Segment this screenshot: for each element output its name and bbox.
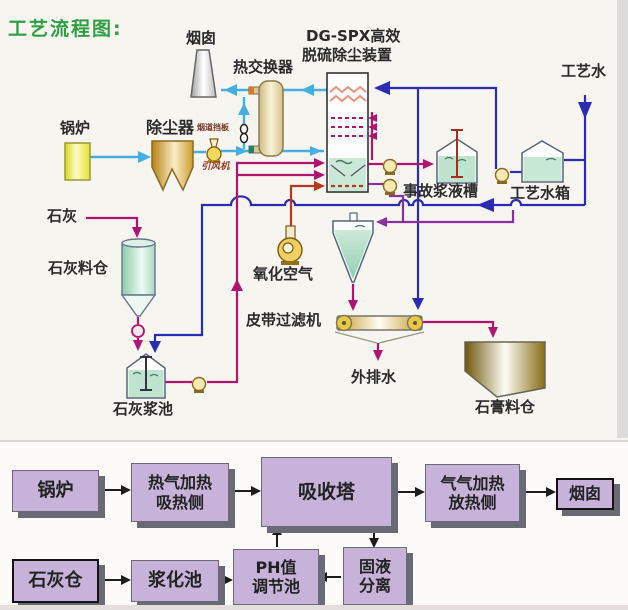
gg-line1: 气气加热 xyxy=(440,473,505,493)
piping-diagram: 工艺流程图: 烟囱 热交换器 DG-SPX高效 脱硫除尘装置 工艺水 锅炉 除尘… xyxy=(8,0,628,438)
belt-filter-icon xyxy=(334,314,425,344)
process-water-label: 工艺水 xyxy=(561,62,607,80)
flow-chimney-label: 烟囱 xyxy=(568,484,601,504)
flow-box-boiler: 锅炉 xyxy=(12,470,99,512)
flow-box-lime-silo: 石灰仓 xyxy=(12,559,99,603)
heat-exchanger-label: 热交换器 xyxy=(233,58,294,76)
hydrocyclone-icon xyxy=(332,212,374,283)
dust-collector-label: 除尘器 xyxy=(146,118,195,137)
flow-box-ph-adjust: PH值 调节池 xyxy=(233,549,319,605)
flow-box-slurry-pool: 浆化池 xyxy=(131,560,219,602)
oxidation-air-arrow xyxy=(314,181,325,191)
flue-gas-arrows xyxy=(138,84,322,163)
chimney-icon xyxy=(190,49,217,98)
boiler-icon xyxy=(64,142,91,181)
flow-slurry-pool-label: 浆化池 xyxy=(148,570,202,592)
flow-lime-silo-label: 石灰仓 xyxy=(28,570,83,592)
bottom-edge-strip xyxy=(0,605,628,610)
oxidation-blower-icon xyxy=(277,225,303,265)
tower-pump-bottom-icon xyxy=(382,178,398,195)
oxidation-air-line xyxy=(289,184,320,230)
block-flowchart: 锅炉 热气加热 吸热侧 吸收塔 气气加热 放热侧 烟囱 石灰仓 浆化池 PH值 … xyxy=(0,440,628,610)
flue-damper-icon xyxy=(239,123,249,144)
hot-gas-line2: 吸热侧 xyxy=(155,492,204,512)
lime-slurry-pool-icon xyxy=(126,353,166,399)
piping-diagram-canvas xyxy=(64,0,628,438)
accident-tank-icon xyxy=(436,129,478,184)
ph-line2: 调节池 xyxy=(251,577,300,596)
dust-collector-icon xyxy=(151,140,194,192)
gypsum-silo-icon xyxy=(464,341,546,398)
oxidation-air-label: 氧化空气 xyxy=(253,265,314,283)
flow-box-boiler-label: 锅炉 xyxy=(37,480,74,502)
right-gray-strip xyxy=(617,0,628,438)
cyclone-feed-arrow xyxy=(376,217,387,227)
flue-damper-label: 烟道挡板 xyxy=(197,123,229,132)
gypsum-silo-label: 石膏料仓 xyxy=(475,398,536,416)
heat-exchanger-icon xyxy=(248,80,284,157)
lime-silo-label: 石灰料仓 xyxy=(48,259,109,277)
chimney-label: 烟囱 xyxy=(186,29,217,47)
boiler-label: 锅炉 xyxy=(60,119,91,137)
lime-pool-pump-icon xyxy=(191,376,207,393)
sl-line2: 分离 xyxy=(358,576,391,595)
water-tank-pump-icon xyxy=(494,167,510,184)
flow-box-hot-gas-heater: 热气加热 吸热侧 xyxy=(131,463,229,522)
lime-silo-icon xyxy=(120,238,157,317)
flow-box-chimney: 烟囱 xyxy=(556,478,614,510)
hot-gas-line1: 热气加热 xyxy=(147,473,212,493)
ph-line1: PH值 xyxy=(255,557,297,577)
accident-tank-label: 事故浆液槽 xyxy=(403,182,479,200)
flow-box-gg-heater: 气气加热 放热侧 xyxy=(425,464,520,522)
absorber-tower-icon xyxy=(326,72,369,193)
process-water-tank-icon xyxy=(521,140,564,183)
belt-filter-label: 皮带过滤机 xyxy=(246,311,322,329)
device-label-line1: DG-SPX高效 xyxy=(306,27,401,45)
lime-valve-icon xyxy=(131,324,145,338)
flowchart-arrows xyxy=(99,485,556,585)
device-label-line2: 脱硫除尘装置 xyxy=(302,46,393,64)
lime-slurry-pool-label: 石灰浆池 xyxy=(113,400,174,418)
lime-label: 石灰 xyxy=(47,207,78,225)
flow-box-absorber: 吸收塔 xyxy=(261,457,392,527)
induced-fan-icon xyxy=(206,138,222,163)
process-water-tank-label: 工艺水箱 xyxy=(510,184,571,202)
tower-pump-top-icon xyxy=(382,158,398,175)
water-arrows xyxy=(149,81,592,353)
flow-box-solid-liquid: 固液 分离 xyxy=(343,547,407,605)
external-drain-label: 外排水 xyxy=(351,368,397,386)
absorber-label: 吸收塔 xyxy=(297,480,355,503)
page-title: 工艺流程图: xyxy=(8,18,123,40)
gg-line2: 放热侧 xyxy=(448,493,497,512)
induced-fan-label: 引风机 xyxy=(201,161,230,172)
lime-slurry-arrows xyxy=(132,114,498,361)
sl-line1: 固液 xyxy=(358,556,391,576)
